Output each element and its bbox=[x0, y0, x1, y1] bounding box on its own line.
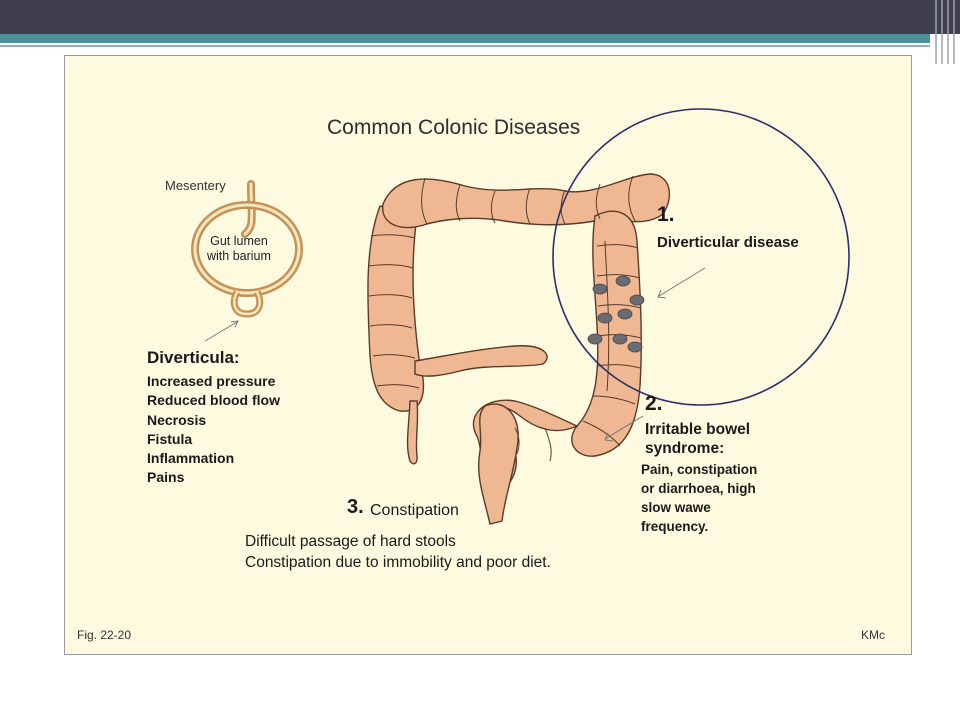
diverticula-item: Pains bbox=[147, 469, 185, 486]
diverticula-item: Fistula bbox=[147, 430, 193, 447]
gut-lumen-line: with barium bbox=[207, 249, 271, 263]
ibs-desc-line: Pain, constipation bbox=[641, 462, 758, 477]
highlight-circle bbox=[552, 108, 850, 406]
constipation-number: 3. bbox=[347, 496, 364, 518]
mesentery-label: Mesentery bbox=[165, 178, 226, 193]
diverticula-item: Necrosis bbox=[147, 411, 207, 428]
slide-accent-line bbox=[0, 45, 930, 47]
diverticular-disease-number: 1. bbox=[657, 203, 675, 226]
ibs-desc-line: or diarrhoea, high bbox=[641, 481, 756, 496]
ibs-description: Pain, constipation or diarrhoea, high sl… bbox=[641, 460, 757, 536]
constipation-line: Difficult passage of hard stools bbox=[245, 533, 456, 550]
diagram-frame: Common Colonic Diseases Mesentery Gut lu… bbox=[64, 55, 912, 655]
slide-corner-decoration bbox=[935, 0, 955, 64]
ibs-title: Irritable bowel syndrome: bbox=[645, 420, 750, 458]
diagram-title: Common Colonic Diseases bbox=[327, 116, 581, 139]
constipation-label: Constipation bbox=[370, 502, 459, 519]
gut-lumen-line: Gut lumen bbox=[210, 234, 268, 248]
diverticula-item: Increased pressure bbox=[147, 373, 276, 389]
ibs-title-line: Irritable bowel bbox=[645, 421, 751, 438]
arrow-diverticular bbox=[658, 267, 706, 297]
diverticula-dots bbox=[587, 275, 645, 353]
ibs-desc-line: frequency. bbox=[641, 519, 709, 534]
slide-accent-bar bbox=[0, 34, 930, 43]
diverticula-heading: Diverticula: bbox=[147, 348, 240, 367]
ibs-title-line: syndrome: bbox=[645, 440, 725, 457]
ibs-desc-line: slow wawe bbox=[641, 500, 711, 515]
diverticulum-cross-section bbox=[191, 180, 303, 318]
ibs-number: 2. bbox=[645, 392, 663, 415]
colon bbox=[367, 173, 671, 525]
diverticular-disease-label: Diverticular disease bbox=[657, 234, 799, 251]
constipation-description: Difficult passage of hard stools Constip… bbox=[245, 531, 551, 573]
gut-lumen-label: Gut lumen with barium bbox=[207, 234, 271, 264]
diverticula-item: Inflammation bbox=[147, 450, 235, 467]
arrow-ibs bbox=[604, 415, 644, 440]
credit: KMc bbox=[861, 628, 885, 642]
figure-id: Fig. 22-20 bbox=[77, 628, 132, 642]
slide-header-bar bbox=[0, 0, 960, 34]
constipation-line: Constipation due to immobility and poor … bbox=[245, 554, 551, 571]
colon-illustration bbox=[191, 108, 850, 525]
diverticula-item: Reduced blood flow bbox=[147, 392, 280, 409]
diverticula-list: Increased pressure Reduced blood flow Ne… bbox=[147, 372, 280, 488]
